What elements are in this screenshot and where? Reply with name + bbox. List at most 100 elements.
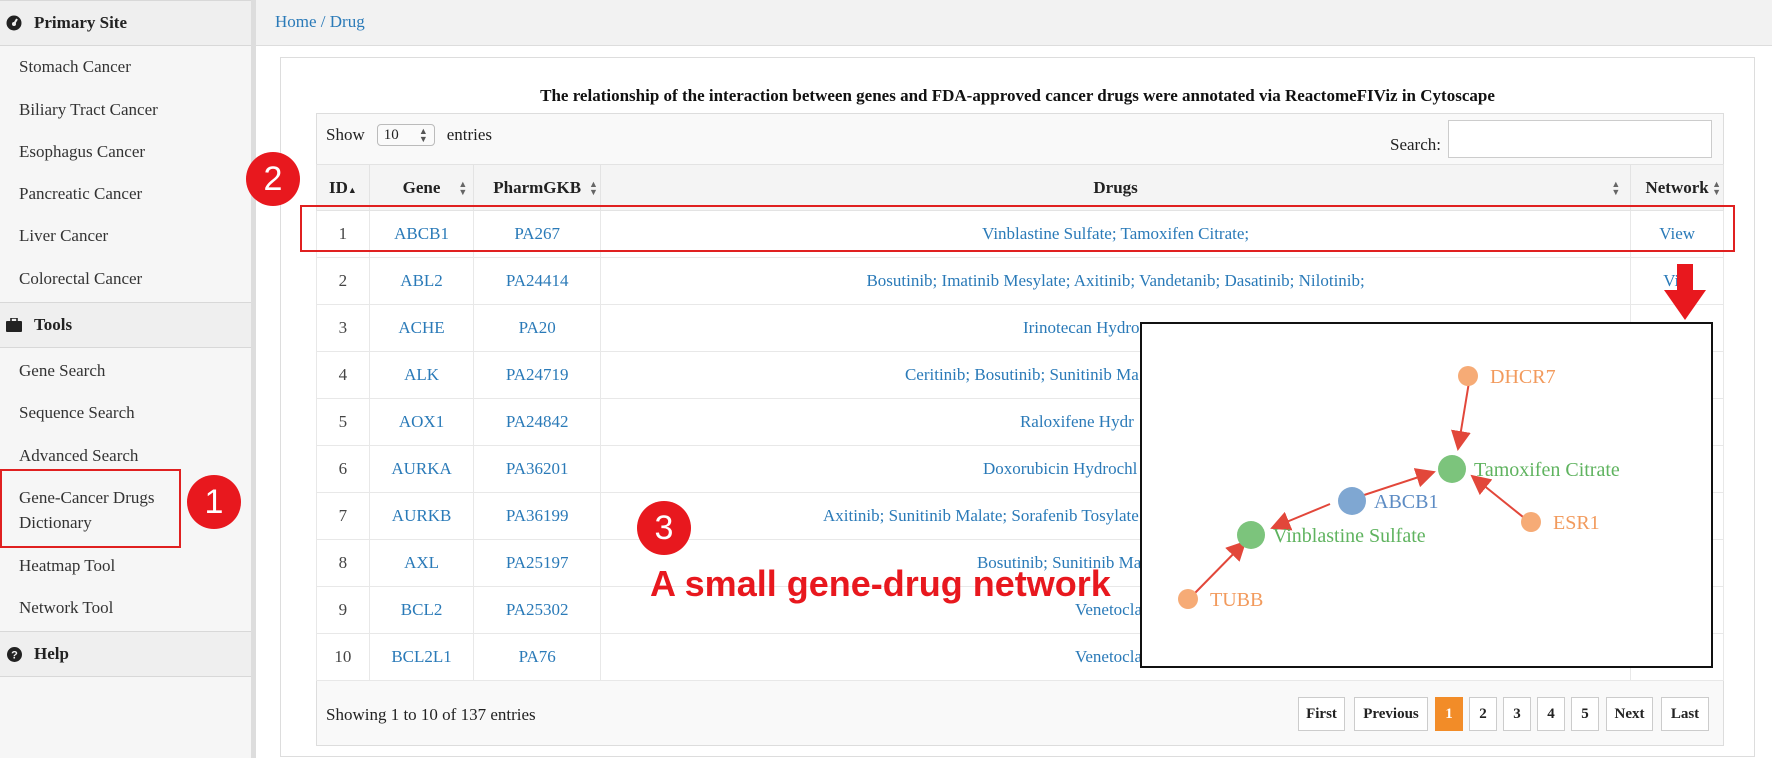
network-graph: DHCR7 Tamoxifen Citrate ABCB1 ESR1 Vinbl…	[1178, 366, 1620, 611]
sidebar-item-stomach-cancer[interactable]: Stomach Cancer	[19, 57, 131, 76]
pagination-previous-button[interactable]: Previous	[1354, 697, 1428, 731]
column-header-id[interactable]: ID▲	[316, 164, 370, 211]
network-edge	[1470, 474, 1529, 522]
sidebar-item-gene-cancer-drugs-line2[interactable]: Dictionary	[19, 513, 92, 532]
cell-id: 3	[316, 304, 370, 352]
network-node-tubb: TUBB	[1178, 589, 1263, 611]
cell-gene-link[interactable]: ALK	[368, 351, 475, 399]
svg-text:TUBB: TUBB	[1210, 589, 1263, 611]
column-header-gene[interactable]: Gene ▲▼	[368, 164, 475, 211]
network-node-dhcr7: DHCR7	[1458, 366, 1556, 388]
network-edge	[1351, 468, 1436, 500]
cell-pharmgkb-link[interactable]: PA76	[473, 633, 601, 681]
network-node-esr1: ESR1	[1521, 512, 1600, 534]
pagination-last-button[interactable]: Last	[1661, 697, 1709, 731]
column-header-label: Drugs	[1093, 177, 1138, 197]
cell-gene-link[interactable]: ACHE	[368, 304, 475, 352]
callout-text: A small gene-drug network	[650, 563, 1111, 604]
cell-pharmgkb-link[interactable]: PA36199	[473, 492, 601, 540]
cell-pharmgkb-link[interactable]: PA36201	[473, 445, 601, 493]
cell-drugs[interactable]: Bosutinib; Imatinib Mesylate; Axitinib; …	[599, 257, 1632, 305]
sidebar-item-sequence-search[interactable]: Sequence Search	[19, 403, 135, 422]
show-label: Show	[326, 125, 365, 144]
cell-pharmgkb-link[interactable]: PA25302	[473, 586, 601, 634]
highlight-box-sidebar-item	[0, 469, 181, 548]
dashboard-icon	[6, 15, 22, 31]
column-header-network[interactable]: Network ▲▼	[1630, 164, 1724, 211]
top-bar: Home / Drug	[256, 0, 1772, 46]
sidebar-item-pancreatic-cancer[interactable]: Pancreatic Cancer	[19, 184, 143, 203]
pagination-page-5-button[interactable]: 5	[1571, 697, 1599, 731]
sort-icon: ▲▼	[458, 179, 468, 197]
network-edge	[1193, 540, 1247, 595]
cell-pharmgkb-link[interactable]: PA24842	[473, 398, 601, 446]
marker-2: 2	[246, 152, 300, 206]
svg-text:Vinblastine Sulfate: Vinblastine Sulfate	[1273, 525, 1426, 547]
svg-text:?: ?	[11, 649, 18, 661]
cell-gene-link[interactable]: ABL2	[368, 257, 475, 305]
sidebar-item-advanced-search[interactable]: Advanced Search	[19, 446, 139, 465]
table-info: Showing 1 to 10 of 137 entries	[326, 705, 536, 724]
sidebar-section-title: Help	[34, 644, 69, 663]
sort-icon: ▲▼	[1611, 179, 1621, 197]
svg-text:ESR1: ESR1	[1553, 512, 1600, 534]
cell-pharmgkb-link[interactable]: PA24719	[473, 351, 601, 399]
cell-id: 6	[316, 445, 370, 493]
cell-gene-link[interactable]: BCL2L1	[368, 633, 475, 681]
network-node-tamoxifen-citrate: Tamoxifen Citrate	[1438, 455, 1620, 483]
sidebar-item-colorectal-cancer[interactable]: Colorectal Cancer	[19, 269, 143, 288]
entries-control: Show 10 ▲▼ entries	[326, 124, 492, 146]
marker-1: 1	[187, 475, 241, 529]
network-node-vinblastine-sulfate: Vinblastine Sulfate	[1237, 521, 1426, 549]
column-header-label: ID	[328, 177, 348, 197]
sidebar-item-gene-search[interactable]: Gene Search	[19, 361, 106, 380]
pagination-page-4-button[interactable]: 4	[1537, 697, 1565, 731]
cell-gene-link[interactable]: AURKA	[368, 445, 475, 493]
entries-select-value: 10	[383, 126, 399, 143]
svg-text:DHCR7: DHCR7	[1490, 366, 1556, 388]
pagination-page-3-button[interactable]: 3	[1503, 697, 1531, 731]
cell-pharmgkb-link[interactable]: PA24414	[473, 257, 601, 305]
pagination-page-1-button[interactable]: 1	[1435, 697, 1463, 731]
cell-pharmgkb-link[interactable]: PA25197	[473, 539, 601, 587]
network-edge	[1270, 503, 1331, 531]
sidebar-section-primary-site[interactable]: Primary Site	[0, 0, 251, 46]
network-inset: DHCR7 Tamoxifen Citrate ABCB1 ESR1 Vinbl…	[1140, 322, 1713, 668]
cell-pharmgkb-link[interactable]: PA20	[473, 304, 601, 352]
svg-text:ABCB1: ABCB1	[1374, 491, 1438, 513]
marker-3: 3	[637, 501, 691, 555]
updown-arrow-icon: ▲▼	[418, 126, 428, 144]
sidebar-section-help[interactable]: ? Help	[0, 631, 251, 677]
sidebar-section-title: Primary Site	[34, 13, 127, 32]
sidebar-item-liver-cancer[interactable]: Liver Cancer	[19, 226, 109, 245]
network-edge	[1451, 375, 1471, 451]
pagination-page-2-button[interactable]: 2	[1469, 697, 1497, 731]
cell-id: 2	[316, 257, 370, 305]
column-header-drugs[interactable]: Drugs ▲▼	[599, 164, 1632, 211]
breadcrumb[interactable]: Home / Drug	[275, 12, 365, 31]
cell-gene-link[interactable]: AXL	[368, 539, 475, 587]
pagination-next-button[interactable]: Next	[1606, 697, 1653, 731]
entries-select[interactable]: 10 ▲▼	[376, 124, 435, 146]
cell-id: 9	[316, 586, 370, 634]
table-row: 2 ABL2 PA24414 Bosutinib; Imatinib Mesyl…	[316, 257, 1724, 305]
sidebar-item-heatmap-tool[interactable]: Heatmap Tool	[19, 556, 116, 575]
sidebar-item-network-tool[interactable]: Network Tool	[19, 598, 114, 617]
column-header-label: Network	[1645, 177, 1709, 197]
arrow-down-icon	[1664, 264, 1706, 320]
table-header-row: ID▲ Gene ▲▼ PharmGKB ▲▼ Drugs ▲▼ Network…	[316, 164, 1724, 211]
search-input[interactable]	[1448, 120, 1712, 158]
sidebar-item-gene-cancer-drugs[interactable]: Gene-Cancer Drugs	[19, 488, 155, 507]
entries-label: entries	[446, 125, 493, 144]
sidebar-item-esophagus-cancer[interactable]: Esophagus Cancer	[19, 142, 146, 161]
cell-gene-link[interactable]: AURKB	[368, 492, 475, 540]
page-title: The relationship of the interaction betw…	[540, 86, 1495, 105]
column-header-pharmgkb[interactable]: PharmGKB ▲▼	[473, 164, 601, 211]
cell-gene-link[interactable]: BCL2	[368, 586, 475, 634]
sidebar-item-biliary-tract-cancer[interactable]: Biliary Tract Cancer	[19, 100, 158, 119]
pagination-first-button[interactable]: First	[1298, 697, 1345, 731]
cell-id: 7	[316, 492, 370, 540]
sidebar-divider	[251, 0, 256, 758]
cell-gene-link[interactable]: AOX1	[368, 398, 475, 446]
sidebar-section-tools[interactable]: Tools	[0, 302, 251, 348]
